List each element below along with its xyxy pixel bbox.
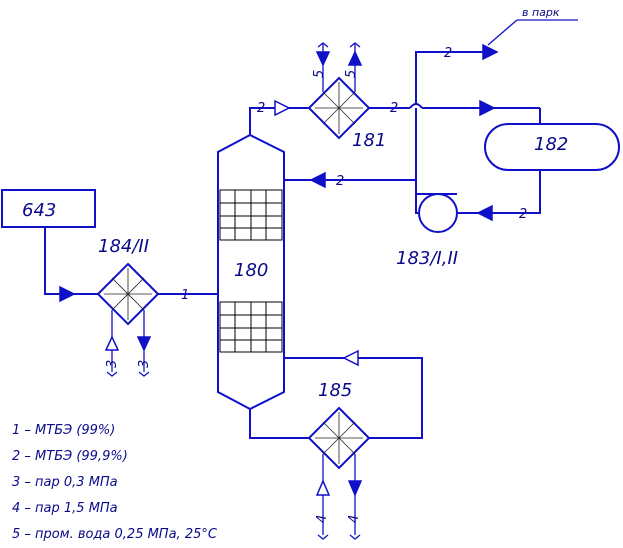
stream-4-label-b: 4 [347,515,362,523]
arrow-to-182 [479,99,496,117]
legend-item-4: 4 – пар 1,5 МПа [12,501,118,516]
reboiler-185-label: 185 [318,380,352,401]
stream-2-label-park: 2 [444,46,452,61]
pump-183 [418,193,458,233]
arrow-water-5-in-181 [315,51,331,67]
column-180 [217,133,285,411]
legend-item-1: 1 – МТБЭ (99%) [12,423,115,438]
legend-item-2: 2 – МТБЭ (99,9%) [12,449,128,464]
column-180-label: 180 [234,260,268,281]
legend-item-3: 3 – пар 0,3 МПа [12,475,118,490]
arrow-reflux [309,171,326,189]
line-steam-4-in-185-end [317,534,329,540]
legend: 1 – МТБЭ (99%) 2 – МТБЭ (99,9%) 3 – пар … [12,423,218,542]
line-bottoms-to-185 [249,409,309,439]
drum-182-label: 182 [534,134,568,155]
stream-2-label-pump: 2 [519,207,527,222]
arrow-to-park [482,43,499,61]
heater-184-label: 184/II [98,236,149,257]
line-643-to-184 [44,227,98,295]
arrow-top-vapor [274,99,291,117]
drum-182 [484,123,620,171]
stream-1-label: 1 [181,288,189,303]
arrow-steam-3-in-184 [104,335,120,351]
arrow-steam-4-in-185 [315,479,331,496]
reboiler-185 [307,406,371,470]
arrow-to-pump [476,204,493,222]
arrow-water-5-out-181 [347,50,363,66]
arrow-steam-3-out-184 [136,336,152,352]
tank-643-label: 643 [22,200,56,221]
line-cond-crossover [409,103,423,109]
condenser-181 [307,76,371,140]
line-to-park [415,51,497,104]
stream-4-label-a: 4 [315,515,330,523]
stream-5-label-a: 5 [312,70,327,78]
arrow-steam-4-out-185 [347,480,363,497]
line-pump-to-tank [415,194,419,214]
pump-183-label: 183/I,II [396,248,458,269]
line-steam-4-out-185-end [349,534,361,540]
arrow-185-return [342,349,359,367]
stream-3-label-b: 3 [137,360,152,368]
line-steam-3-in-184-end [106,371,118,377]
line-water-5-out-181-end [349,42,361,48]
stream-2-label-reflux: 2 [336,174,344,189]
line-steam-3-out-184-end [138,371,150,377]
park-leader-line [487,19,518,46]
park-destination-label: в парк [522,6,560,19]
line-water-5-in-181-end [317,42,329,48]
tank-643-box [1,189,96,228]
stream-3-label-a: 3 [105,360,120,368]
stream-5-label-b: 5 [344,70,359,78]
condenser-181-label: 181 [352,130,386,151]
line-182-to-pump [458,170,541,214]
line-pump-riser [415,108,438,195]
stream-2-label-top: 2 [257,101,265,116]
arrow-feed-in-184 [59,285,76,303]
heater-184 [96,262,160,326]
legend-item-5: 5 – пром. вода 0,25 МПа, 25°С [12,527,218,542]
